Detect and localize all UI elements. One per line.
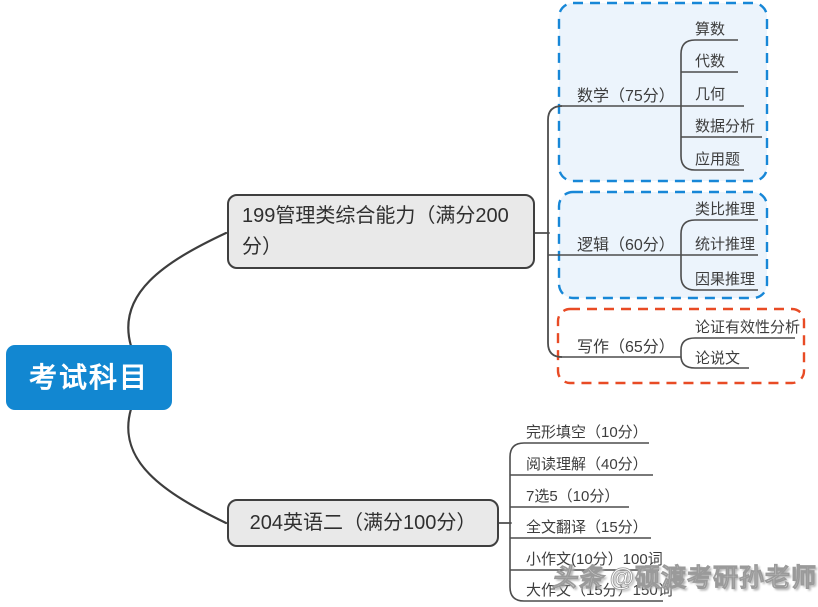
english-child-small-essay[interactable]: 小作文(10分）100词 <box>526 551 663 568</box>
logic-group-box <box>557 190 769 300</box>
writing-topic[interactable]: 写作（65分） <box>577 339 675 356</box>
english-children-bracket <box>509 442 663 602</box>
trunk-199 <box>547 105 563 358</box>
logic-child-analogy[interactable]: 类比推理 <box>695 201 756 218</box>
logic-topic[interactable]: 逻辑（60分） <box>577 237 675 254</box>
writing-child-argument[interactable]: 论证有效性分析 <box>695 319 801 336</box>
watermark-handle: @硕渡考研孙老师 <box>609 564 817 593</box>
math-child-data-analysis[interactable]: 数据分析 <box>695 118 756 135</box>
english-child-translation[interactable]: 全文翻译（15分） <box>526 519 648 536</box>
math-child-algebra[interactable]: 代数 <box>695 53 726 70</box>
logic-child-statistic[interactable]: 统计推理 <box>695 236 756 253</box>
branch-topic-204[interactable]: 204英语二（满分100分） <box>227 499 499 547</box>
watermark: 头条@硕渡考研孙老师 <box>551 558 817 594</box>
logic-child-causal[interactable]: 因果推理 <box>695 271 756 288</box>
math-topic[interactable]: 数学（75分） <box>577 88 675 105</box>
english-child-big-essay[interactable]: 大作文（15分）150词 <box>526 582 673 599</box>
root-topic[interactable]: 考试科目 <box>6 345 172 410</box>
logic-children-bracket <box>680 219 758 291</box>
curve-root-to-199 <box>127 231 228 348</box>
watermark-brand: 头条 <box>551 564 604 593</box>
english-child-reading[interactable]: 阅读理解（40分） <box>526 456 648 473</box>
english-child-7choose5[interactable]: 7选5（10分） <box>526 488 620 505</box>
curve-root-to-204 <box>127 407 228 525</box>
math-child-arithmetic[interactable]: 算数 <box>695 21 726 38</box>
math-child-applied[interactable]: 应用题 <box>695 151 741 168</box>
writing-children-bracket <box>680 337 795 369</box>
math-child-geometry[interactable]: 几何 <box>695 86 726 103</box>
writing-child-essay[interactable]: 论说文 <box>695 350 741 367</box>
english-child-cloze[interactable]: 完形填空（10分） <box>526 424 648 441</box>
math-children-bracket <box>680 39 744 171</box>
branch-topic-199[interactable]: 199管理类综合能力（满分200分） <box>227 194 535 269</box>
